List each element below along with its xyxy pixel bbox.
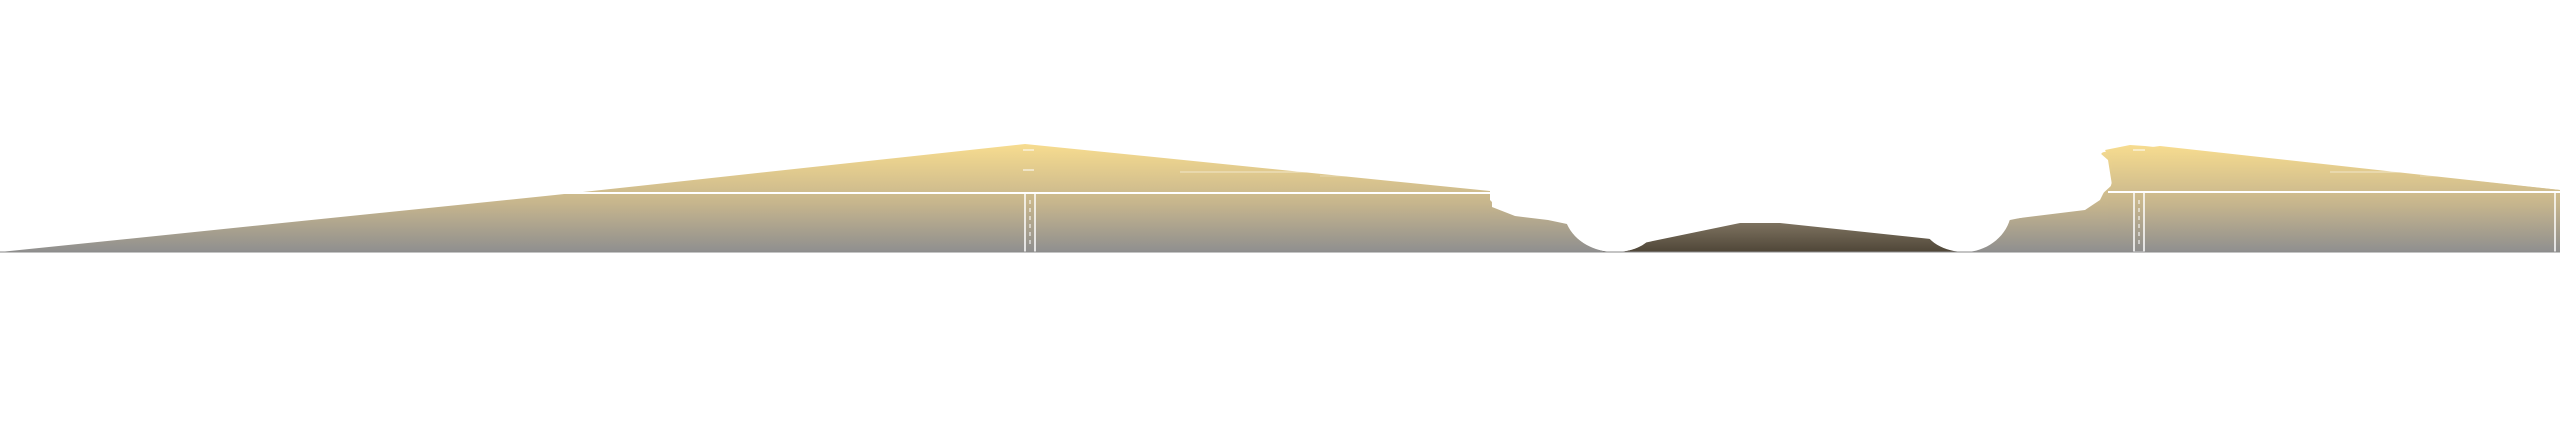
left-pillar bbox=[1024, 192, 1036, 254]
left-roof-shape bbox=[0, 144, 1490, 252]
right-roof-shape bbox=[2105, 145, 2560, 252]
